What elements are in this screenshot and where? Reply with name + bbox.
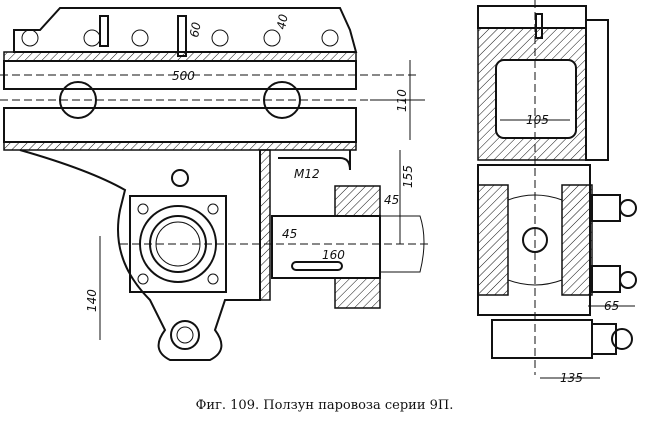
dim-45-top: 45 — [384, 193, 399, 207]
dim-500: 500 — [172, 69, 195, 83]
dim-105: 105 — [526, 113, 549, 127]
dim-40: 40 — [274, 13, 291, 31]
dim-135: 135 — [560, 371, 583, 385]
dim-45-left: 45 — [282, 227, 297, 241]
dim-155: 155 — [401, 165, 415, 188]
dim-65: 65 — [604, 299, 619, 313]
dim-60: 60 — [187, 21, 204, 39]
end-view — [477, 0, 637, 379]
dim-160: 160 — [322, 248, 345, 262]
dim-m12: M12 — [294, 167, 320, 181]
side-view — [0, 7, 430, 361]
figure-caption: Фиг. 109. Ползун паровоза серии 9П. — [195, 398, 454, 413]
dim-110: 110 — [395, 89, 409, 112]
dim-140: 140 — [85, 289, 99, 312]
